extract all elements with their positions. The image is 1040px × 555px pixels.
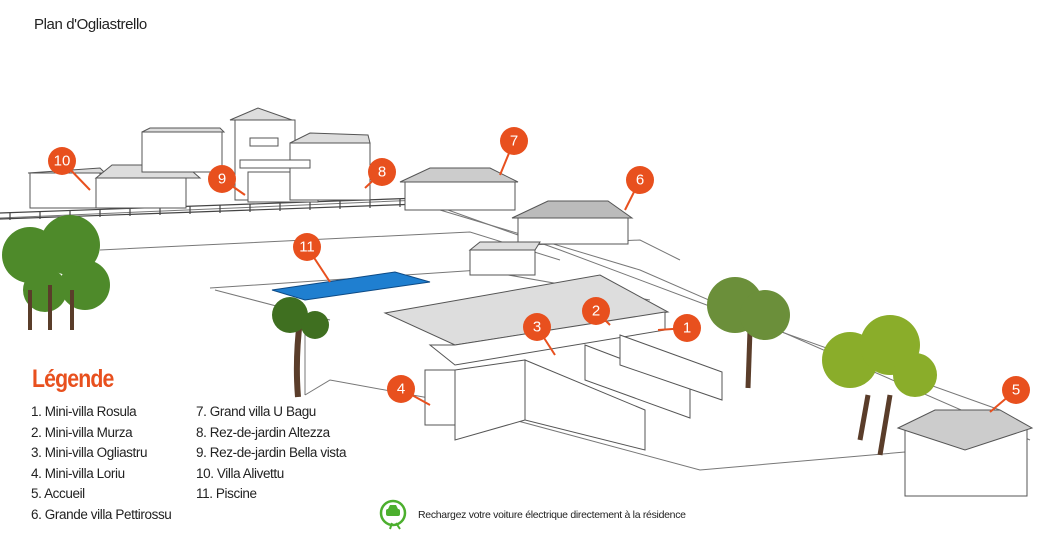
marker-circle — [293, 233, 321, 261]
legend-item: 3. Mini-villa Ogliastru — [31, 445, 148, 461]
marker-2[interactable]: 2 — [582, 297, 611, 326]
marker-number: 10 — [54, 153, 71, 170]
marker-number: 5 — [1012, 382, 1020, 399]
marker-8[interactable]: 8 — [364, 158, 396, 189]
legend-item: 4. Mini-villa Loriu — [31, 465, 125, 481]
legend-item: 1. Mini-villa Rosula — [31, 404, 137, 419]
marker-number: 11 — [299, 239, 315, 256]
legend-item: 5. Accueil — [31, 486, 85, 502]
marker-circle — [500, 127, 528, 155]
marker-circle — [368, 158, 396, 186]
marker-number: 4 — [397, 381, 405, 398]
pool — [271, 271, 431, 301]
legend-column-2: 7. Grand villa U Bagu 8. Rez-de-jardin A… — [196, 402, 347, 505]
ev-charging-text: Rechargez votre voiture électrique direc… — [418, 509, 686, 521]
upper-villas — [27, 107, 1034, 497]
marker-circle — [208, 165, 236, 193]
marker-circle — [582, 297, 610, 325]
marker-3[interactable]: 3 — [523, 313, 556, 356]
legend-item: 11. Piscine — [196, 486, 257, 502]
fence — [0, 197, 421, 220]
marker-1[interactable]: 1 — [657, 314, 701, 342]
marker-number: 6 — [636, 172, 644, 189]
marker-7[interactable]: 7 — [499, 127, 528, 176]
marker-number: 1 — [683, 320, 691, 337]
map-title: Plan d'Ogliastrello — [34, 16, 147, 33]
marker-circle — [1002, 376, 1030, 404]
marker-4[interactable]: 4 — [387, 375, 431, 406]
legend-item: 10. Villa Alivettu — [196, 465, 284, 481]
trees — [2, 215, 937, 456]
legend-item: 2. Mini-villa Murza — [31, 424, 133, 440]
legend-item: 6. Grande villa Pettirossu — [31, 506, 172, 522]
legend-item: 8. Rez-de-jardin Altezza — [196, 424, 330, 440]
marker-11[interactable]: 11 — [293, 233, 331, 283]
legend-item: 9. Rez-de-jardin Bella vista — [196, 445, 347, 461]
marker-circle — [48, 147, 76, 175]
marker-5[interactable]: 5 — [989, 376, 1030, 413]
marker-circle — [523, 313, 551, 341]
marker-number: 3 — [533, 319, 541, 336]
legend-title: Légende — [32, 365, 114, 393]
marker-number: 9 — [218, 171, 226, 188]
marker-number: 2 — [592, 303, 600, 320]
legend-column-1: 1. Mini-villa Rosula 2. Mini-villa Murza… — [31, 402, 172, 526]
marker-6[interactable]: 6 — [624, 166, 654, 211]
marker-9[interactable]: 9 — [208, 165, 246, 196]
marker-circle — [673, 314, 701, 342]
marker-number: 8 — [378, 164, 386, 181]
marker-circle — [626, 166, 654, 194]
marker-10[interactable]: 10 — [48, 147, 91, 191]
marker-number: 7 — [510, 133, 518, 150]
legend-item: 7. Grand villa U Bagu — [196, 404, 316, 419]
ev-charging-icon — [379, 499, 407, 530]
marker-circle — [387, 375, 415, 403]
ev-charging-notice: Rechargez votre voiture électrique direc… — [378, 499, 686, 531]
